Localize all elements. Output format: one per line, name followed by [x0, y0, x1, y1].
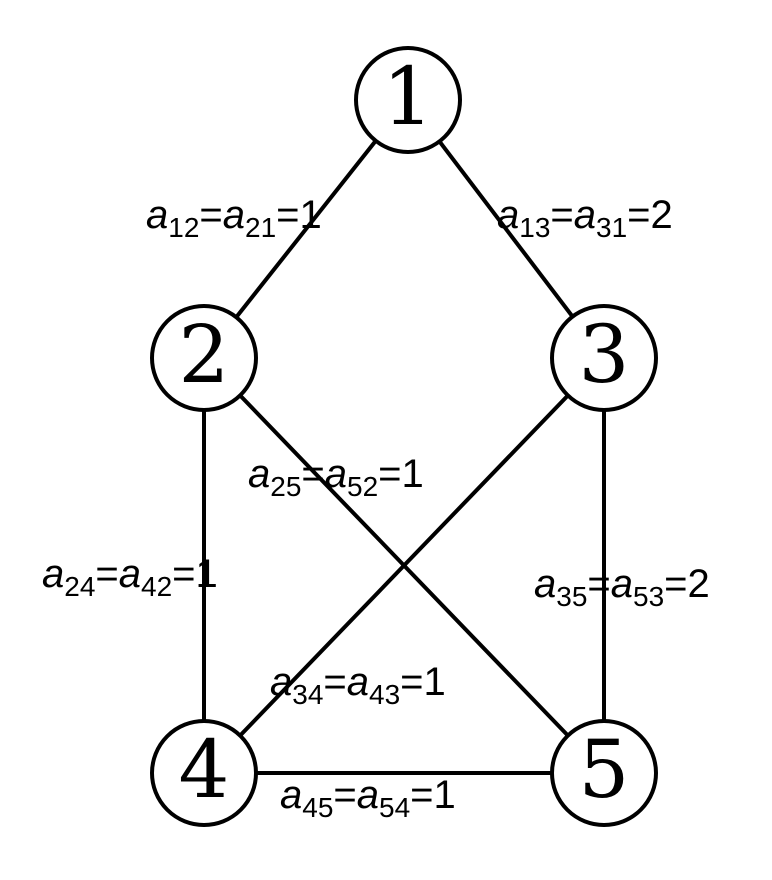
weight-symbol: a — [611, 562, 633, 606]
weight-symbol: a — [357, 773, 379, 817]
node-label-2: 2 — [179, 308, 230, 401]
weight-symbol: a — [119, 552, 141, 596]
weight-symbol: a — [497, 193, 519, 237]
node-3: 3 — [550, 304, 658, 412]
weight-value: 2 — [688, 562, 710, 606]
equals-sign: = — [95, 552, 118, 596]
equals-sign: = — [199, 193, 222, 237]
weight-symbol: a — [280, 773, 302, 817]
weight-symbol: a — [146, 193, 168, 237]
weight-value: 1 — [300, 193, 322, 237]
equals-sign: = — [172, 552, 195, 596]
node-label-1: 1 — [383, 50, 434, 143]
equals-sign: = — [333, 773, 356, 817]
weight-subscript: 35 — [556, 581, 587, 612]
edge-weight-label-2-4: a24=a42=1 — [42, 552, 218, 602]
node-circle-3 — [550, 304, 658, 412]
weight-value: 1 — [424, 660, 446, 704]
weight-symbol: a — [42, 552, 64, 596]
weight-subscript: 43 — [369, 679, 400, 710]
weight-value: 1 — [402, 452, 424, 496]
weight-symbol: a — [270, 660, 292, 704]
node-label-5: 5 — [579, 723, 630, 816]
edge-1-2 — [202, 98, 410, 360]
edge-3-4 — [202, 356, 606, 775]
weight-symbol: a — [223, 193, 245, 237]
edge-weight-label-1-3: a13=a31=2 — [497, 193, 673, 243]
node-label-3: 3 — [579, 308, 630, 401]
weight-subscript: 42 — [141, 571, 172, 602]
node-circle-1 — [354, 46, 462, 154]
equals-sign: = — [276, 193, 299, 237]
edge-weight-label-1-2: a12=a21=1 — [146, 193, 322, 243]
equals-sign: = — [400, 660, 423, 704]
edges-layer — [202, 98, 606, 775]
node-5: 5 — [550, 719, 658, 827]
weight-subscript: 25 — [270, 471, 301, 502]
node-4: 4 — [150, 719, 258, 827]
edge-weight-label-3-5: a35=a53=2 — [534, 562, 710, 612]
edge-weight-label-4-5: a45=a54=1 — [280, 773, 456, 823]
equals-sign: = — [301, 452, 324, 496]
weight-subscript: 53 — [633, 581, 664, 612]
weight-subscript: 21 — [245, 212, 276, 243]
equals-sign: = — [323, 660, 346, 704]
weight-subscript: 12 — [168, 212, 199, 243]
weight-subscript: 54 — [379, 792, 410, 823]
equals-sign: = — [627, 193, 650, 237]
weight-symbol: a — [248, 452, 270, 496]
edge-weight-label-3-4: a34=a43=1 — [270, 660, 446, 710]
equals-sign: = — [664, 562, 687, 606]
weight-symbol: a — [574, 193, 596, 237]
weight-symbol: a — [347, 660, 369, 704]
edge-weight-label-2-5: a25=a52=1 — [248, 452, 424, 502]
node-circle-4 — [150, 719, 258, 827]
edge-1-3 — [406, 98, 606, 360]
node-circle-5 — [550, 719, 658, 827]
weight-value: 1 — [196, 552, 218, 596]
weight-subscript: 52 — [347, 471, 378, 502]
equals-sign: = — [587, 562, 610, 606]
equals-sign: = — [378, 452, 401, 496]
weight-subscript: 45 — [302, 792, 333, 823]
weight-subscript: 31 — [596, 212, 627, 243]
node-circle-2 — [150, 304, 258, 412]
weight-subscript: 13 — [519, 212, 550, 243]
node-2: 2 — [150, 304, 258, 412]
weight-symbol: a — [534, 562, 556, 606]
equals-sign: = — [550, 193, 573, 237]
equals-sign: = — [410, 773, 433, 817]
weight-value: 1 — [434, 773, 456, 817]
weight-symbol: a — [325, 452, 347, 496]
node-label-4: 4 — [179, 723, 230, 816]
weight-subscript: 24 — [64, 571, 95, 602]
weight-value: 2 — [651, 193, 673, 237]
weight-subscript: 34 — [292, 679, 323, 710]
node-1: 1 — [354, 46, 462, 154]
